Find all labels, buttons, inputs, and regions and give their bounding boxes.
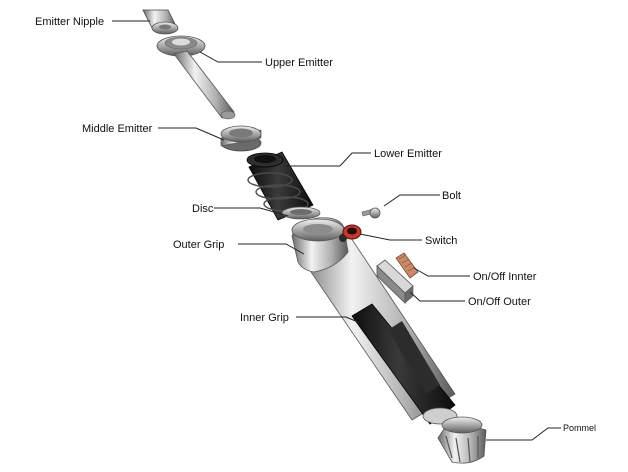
- leader-bolt: [383, 194, 440, 207]
- switch-part: [342, 224, 362, 240]
- label-middle-emitter: Middle Emitter: [82, 123, 153, 135]
- leader-outer-grip: [238, 243, 305, 255]
- pommel-part: [437, 416, 487, 464]
- leader-disc: [214, 207, 289, 217]
- lower-emitter-part: [246, 151, 314, 221]
- label-pommel: Pommel: [563, 423, 596, 433]
- leader-onoff-outer: [409, 291, 465, 302]
- leader-switch: [359, 233, 422, 241]
- disc-part: [281, 206, 321, 220]
- leader-inner-grip: [296, 316, 359, 323]
- label-upper-emitter: Upper Emitter: [265, 57, 333, 69]
- label-disc: Disc: [192, 203, 214, 215]
- bolt-part: [361, 207, 381, 219]
- leader-onoff-inner: [413, 267, 470, 277]
- label-lower-emitter: Lower Emitter: [374, 148, 442, 160]
- emitter-nipple-part: [142, 9, 179, 35]
- label-bolt: Bolt: [442, 190, 461, 202]
- leader-middle-emitter: [158, 127, 225, 141]
- label-switch: Switch: [425, 235, 457, 247]
- label-inner-grip: Inner Grip: [240, 312, 289, 324]
- upper-emitter-part: [156, 35, 236, 120]
- onoff-outer-part: [376, 259, 414, 304]
- label-emitter-nipple: Emitter Nipple: [35, 16, 104, 28]
- inner-grip-part: [351, 303, 458, 425]
- onoff-inner-part: [395, 252, 419, 279]
- leader-pommel: [486, 427, 561, 441]
- leader-upper-emitter: [199, 51, 262, 63]
- leader-lower-emitter: [286, 152, 371, 167]
- label-onoff-outer: On/Off Outer: [468, 296, 531, 308]
- label-onoff-inner: On/Off Innter: [473, 271, 537, 283]
- middle-emitter-part: [220, 125, 262, 152]
- label-outer-grip: Outer Grip: [173, 239, 224, 251]
- part-labels: Emitter Nipple Upper Emitter Middle Emit…: [35, 16, 596, 433]
- leader-lines: [112, 20, 561, 441]
